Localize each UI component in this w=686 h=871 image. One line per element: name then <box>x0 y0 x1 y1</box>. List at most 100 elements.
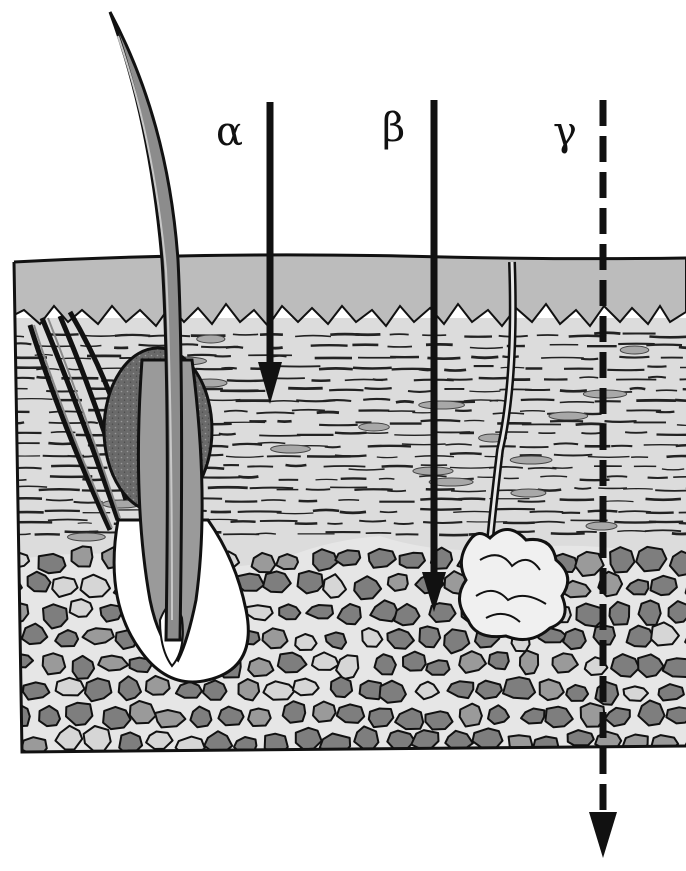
dermis-fiber <box>588 457 630 458</box>
dermis-fiber <box>259 435 300 436</box>
fat-cell <box>388 574 408 591</box>
dermis-fiber <box>319 368 353 369</box>
dermis-fiber <box>48 520 88 521</box>
sweat-gland-coil <box>459 529 567 639</box>
dermis-fiber <box>272 356 286 357</box>
dermis-fiber <box>317 412 339 413</box>
fat-cell <box>568 730 594 745</box>
dermis-fiber <box>187 355 216 356</box>
dermis-fiber <box>458 499 485 500</box>
dermis-fiber <box>368 446 411 447</box>
dermis-fiber <box>420 509 461 510</box>
dermis-fiber <box>363 399 390 400</box>
dermis-fiber <box>10 378 35 379</box>
dermis-fiber <box>607 476 627 477</box>
dermis-fiber <box>540 476 567 477</box>
dermis-fiber <box>292 410 325 411</box>
dermis-fiber <box>327 523 342 524</box>
fat-cell <box>375 654 396 674</box>
dermis-fiber <box>646 345 682 346</box>
dermis-fiber <box>645 530 681 531</box>
dermis-fiber <box>10 486 47 487</box>
dermis-fiber <box>469 391 500 392</box>
dermis-fiber <box>324 466 366 467</box>
dermis-fiber <box>306 489 330 490</box>
fat-cell <box>623 735 648 754</box>
dermis-fiber <box>221 368 236 369</box>
fat-cell <box>295 634 316 650</box>
dermis-fiber <box>354 489 392 490</box>
dermis-fiber <box>655 490 686 491</box>
dermis-fiber <box>363 433 388 434</box>
dermis-vessel <box>586 522 617 530</box>
dermis-fiber <box>530 511 564 512</box>
fat-cell <box>566 685 588 701</box>
fat-cell <box>476 681 502 699</box>
fat-cell <box>39 554 66 573</box>
dermis-fiber <box>649 337 686 338</box>
dermis-fiber <box>679 347 686 348</box>
dermis-fiber <box>619 357 649 358</box>
dermis-vessel <box>197 335 225 343</box>
dermis-fiber <box>594 333 620 334</box>
alpha-label: α <box>216 112 243 152</box>
fat-cell <box>265 734 288 756</box>
dermis-fiber <box>232 444 262 445</box>
fat-cell <box>610 602 630 625</box>
fat-cell <box>503 677 535 699</box>
fat-cell <box>533 737 559 754</box>
dermis-fiber <box>521 400 555 401</box>
dermis-fiber <box>423 522 462 523</box>
dermis-fiber <box>421 420 461 421</box>
beta-label: β <box>382 108 405 148</box>
dermis-fiber <box>676 445 686 446</box>
fat-cell <box>283 701 306 723</box>
fat-cell <box>203 680 226 699</box>
dermis-fiber <box>675 400 686 401</box>
dermis-fiber <box>579 377 598 378</box>
dermis-fiber <box>359 521 386 522</box>
dermis-vessel <box>419 401 465 409</box>
fat-cell <box>313 702 336 722</box>
dermis-fiber <box>667 456 686 457</box>
dermis-fiber <box>261 500 286 501</box>
dermis-fiber <box>335 433 367 434</box>
dermis-fiber <box>78 523 92 524</box>
dermis-fiber <box>227 380 267 381</box>
dermis-fiber <box>286 465 307 466</box>
fat-cell <box>0 684 17 702</box>
fat-cell <box>8 705 30 727</box>
dermis-fiber <box>313 510 339 511</box>
fat-cell <box>460 704 482 727</box>
dermis-fiber <box>380 512 397 513</box>
fat-cell <box>400 553 425 568</box>
dermis-fiber <box>208 487 248 488</box>
dermis-fiber <box>402 444 446 445</box>
dermis-fiber <box>329 390 363 391</box>
dermis-fiber <box>39 489 80 490</box>
dermis-fiber <box>394 435 434 436</box>
dermis-fiber <box>335 456 367 457</box>
dermis-fiber <box>323 400 351 401</box>
dermis-fiber <box>560 402 594 403</box>
dermis-fiber <box>46 500 73 501</box>
dermis-vessel <box>510 456 552 464</box>
dermis-fiber <box>387 491 406 492</box>
dermis-fiber <box>311 345 348 346</box>
dermis-fiber <box>444 370 466 371</box>
dermis-fiber <box>330 334 359 335</box>
dermis-fiber <box>677 425 686 426</box>
dermis-fiber <box>277 513 314 514</box>
dermis-fiber <box>518 501 546 502</box>
dermis-fiber <box>648 377 666 378</box>
fat-cell <box>425 711 452 729</box>
dermis-fiber <box>379 479 395 480</box>
dermis-fiber <box>470 348 503 349</box>
fat-cell <box>276 554 298 569</box>
fat-cell <box>0 630 16 651</box>
fat-cell <box>419 626 440 647</box>
dermis-fiber <box>581 433 600 434</box>
dermis-fiber <box>394 523 414 524</box>
dermis-fiber <box>679 523 686 524</box>
